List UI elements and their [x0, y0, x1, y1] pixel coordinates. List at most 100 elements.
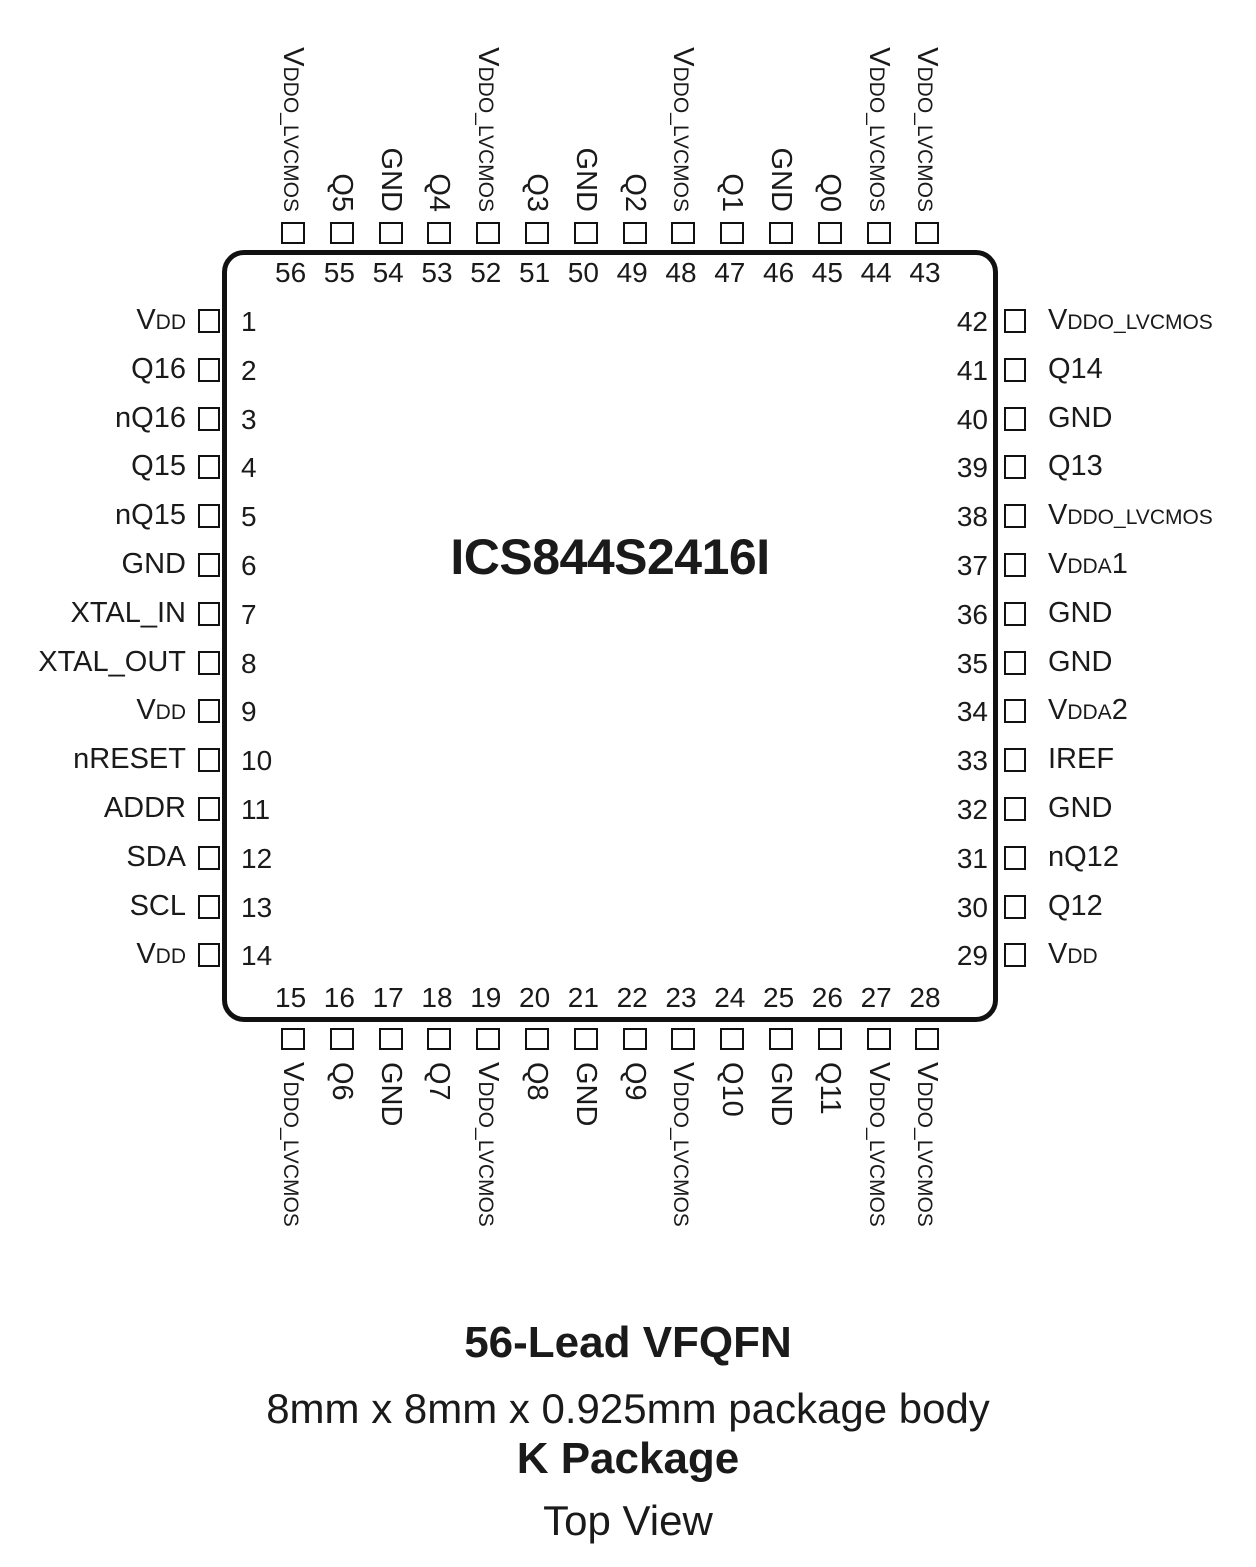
pin-label: VDDO_LVCMOS — [1048, 499, 1213, 534]
pin-pad — [198, 455, 220, 480]
pin-number: 52 — [470, 257, 502, 288]
pin-number: 42 — [956, 306, 988, 337]
pin-label: GND — [765, 1062, 797, 1126]
pin-label: nQ15 — [115, 499, 186, 531]
pin-label-main: V — [911, 47, 944, 67]
pin-label-main: V — [911, 1062, 944, 1082]
pin-label: Q13 — [1048, 450, 1103, 482]
pin-label-main: V — [277, 47, 309, 67]
pin-number: 30 — [956, 891, 988, 923]
pin-label-subscript: DDO_LVCMOS — [1067, 311, 1213, 334]
pin-number: 49 — [616, 257, 648, 288]
pin-label: GND — [375, 148, 407, 212]
pin-number: 20 — [519, 982, 551, 1013]
pin-pad — [720, 222, 745, 244]
pin-number: 22 — [616, 982, 648, 1013]
pin-pad — [378, 222, 403, 244]
pin-label-main: V — [136, 938, 156, 971]
pin-label: GND — [375, 1062, 407, 1126]
pin-number: 50 — [567, 257, 599, 288]
pin-label-main: nQ12 — [1048, 840, 1119, 873]
pin-pad — [769, 1028, 793, 1050]
pin-label-main: Q2 — [618, 173, 651, 212]
pin-number: 41 — [956, 354, 988, 386]
pin-label-main: Q15 — [131, 450, 186, 483]
pin-label-main: V — [1048, 694, 1068, 727]
pin-number: 40 — [956, 403, 988, 435]
pin-label-main: Q7 — [423, 1062, 456, 1101]
pin-pad — [573, 222, 598, 244]
pin-label: Q4 — [423, 173, 455, 212]
package-name: K Package — [516, 1434, 740, 1483]
pin-label-main: V — [472, 1062, 505, 1082]
pin-number: 21 — [567, 982, 599, 1013]
pin-label-main: V — [277, 1062, 309, 1082]
pin-label-subscript: DDO_LVCMOS — [669, 1081, 693, 1227]
pin-label-subscript: DDO_LVCMOS — [279, 66, 302, 212]
pin-pad — [198, 406, 220, 431]
pin-pad — [329, 222, 354, 244]
pin-label: Q10 — [716, 1062, 748, 1117]
pin-number: 29 — [956, 940, 988, 972]
pin-label-subscript: DDO_LVCMOS — [279, 1081, 302, 1227]
pin-label-subscript: DDO_LVCMOS — [913, 66, 937, 212]
pin-pad — [281, 222, 305, 244]
package-dimensions: 8mm x 8mm x 0.925mm package body — [266, 1385, 990, 1432]
pin-label-main: Q5 — [325, 173, 358, 212]
pin-number: 51 — [519, 257, 551, 288]
pin-label-main: GND — [569, 1062, 602, 1127]
pin-label-main: V — [1048, 499, 1068, 532]
pin-label-main: V — [862, 1062, 895, 1082]
pin-label: GND — [1048, 597, 1112, 629]
pin-number: 8 — [241, 647, 257, 679]
pin-label: GND — [570, 148, 602, 212]
pin-pad — [1004, 748, 1026, 773]
pin-label-main: SCL — [129, 889, 186, 922]
pin-number: 14 — [241, 940, 273, 972]
pin-label: Q5 — [326, 173, 358, 212]
pin-label: VDDO_LVCMOS — [664, 1062, 699, 1227]
pin-number: 18 — [421, 982, 453, 1013]
pin-number: 1 — [241, 306, 257, 337]
pin-label: Q1 — [716, 173, 748, 212]
pin-label-main: GND — [374, 1062, 407, 1127]
pin-label-subscript: DDO_LVCMOS — [474, 1081, 498, 1227]
pin-pad — [329, 1028, 354, 1050]
pin-label: Q11 — [814, 1062, 846, 1115]
pin-label-subscript: DD — [155, 945, 186, 969]
pin-number: 26 — [811, 982, 843, 1013]
pin-label-main: nQ16 — [115, 401, 186, 434]
pin-pad — [198, 357, 220, 382]
pin-label-main: Q14 — [1048, 352, 1103, 385]
pin-label-subscript: DD — [1067, 945, 1098, 969]
pin-label: GND — [570, 1062, 602, 1126]
pin-label: nQ16 — [115, 402, 186, 434]
pin-number: 3 — [241, 403, 257, 435]
pin-label: VDDO_LVCMOS — [860, 47, 895, 212]
pin-label-main: GND — [121, 548, 186, 580]
pin-label-main: V — [1048, 304, 1068, 336]
pin-pad — [1004, 553, 1026, 577]
pin-number: 24 — [714, 982, 746, 1013]
pin-label-main: Q3 — [521, 173, 553, 212]
pin-label-main: V — [136, 304, 156, 336]
pin-number: 12 — [241, 842, 273, 874]
pin-label: Q2 — [619, 173, 651, 212]
pin-label-subscript: DDO_LVCMOS — [1067, 506, 1213, 530]
pin-number: 38 — [956, 501, 988, 533]
pin-number: 13 — [241, 891, 273, 923]
pin-label-subscript: DDA — [1067, 701, 1112, 725]
pin-pad — [198, 699, 220, 724]
pin-number: 47 — [714, 257, 746, 288]
pin-number: 43 — [909, 257, 941, 288]
pin-pad — [198, 845, 220, 870]
pin-number: 9 — [241, 696, 257, 728]
pin-label-main: V — [862, 47, 895, 67]
pin-label: VDDO_LVCMOS — [469, 47, 504, 212]
pin-number: 31 — [956, 842, 988, 874]
pin-label: ADDR — [104, 792, 186, 824]
pin-pad — [817, 1028, 842, 1050]
pin-label-main: nRESET — [73, 743, 186, 776]
pin-label: VDDO_LVCMOS — [908, 47, 943, 212]
pin-label-main: Q9 — [618, 1062, 651, 1101]
